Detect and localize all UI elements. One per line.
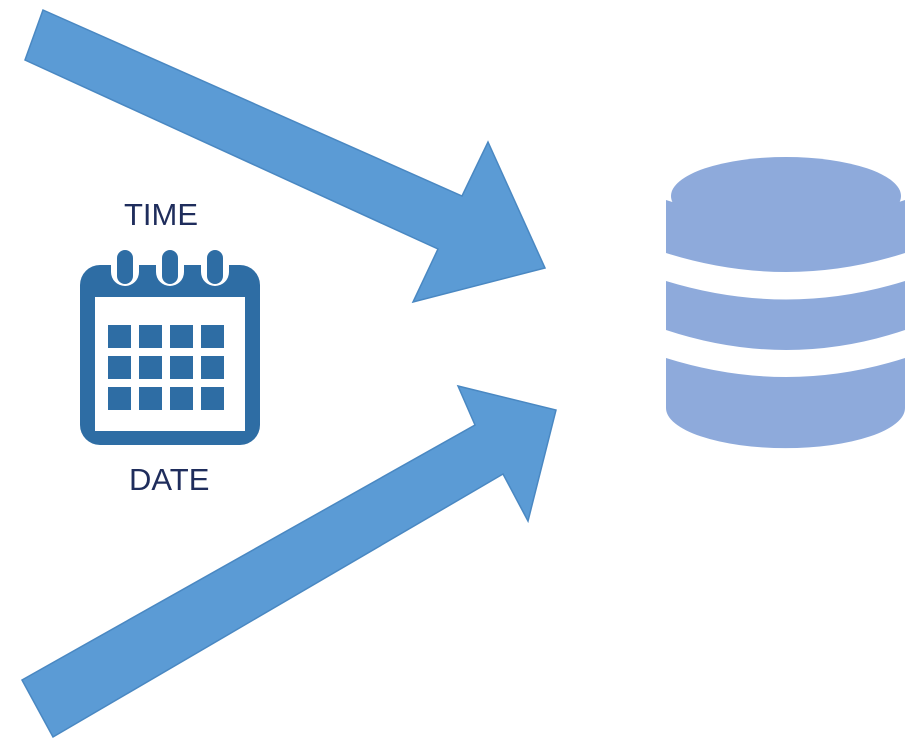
database-top-cap	[671, 157, 901, 235]
database-layer-bottom	[666, 358, 905, 449]
upper-arrow	[24, 8, 547, 304]
calendar-grid	[108, 325, 224, 410]
time-label: TIME	[124, 197, 199, 232]
database-layer-middle	[666, 281, 905, 350]
calendar-rings	[111, 244, 229, 286]
lower-arrow	[20, 384, 557, 739]
calendar-icon	[80, 244, 260, 445]
database-icon	[666, 157, 905, 449]
date-label: DATE	[129, 462, 210, 497]
